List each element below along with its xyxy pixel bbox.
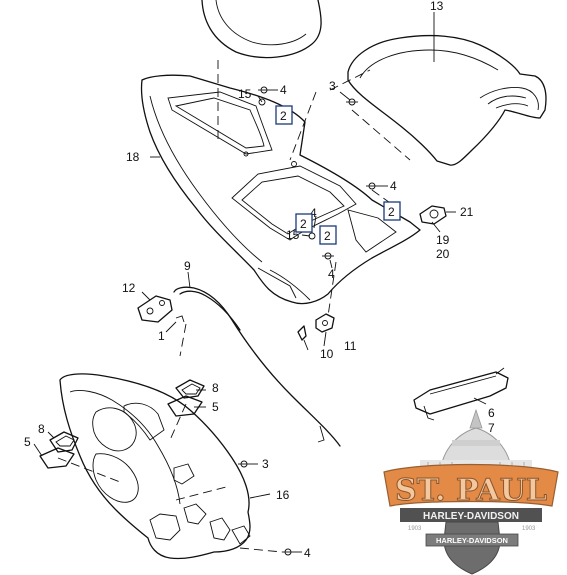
part-13-seat (347, 34, 547, 166)
part-5-gasket-b (39, 447, 75, 469)
watermark-year-left: 1903 (408, 526, 422, 532)
callout-7: 7 (488, 421, 495, 435)
callout-6: 6 (488, 406, 495, 420)
watermark-year-right: 1903 (522, 526, 536, 532)
leader-lines (33, 12, 487, 553)
callout-5-left: 5 (24, 435, 31, 449)
callout-13: 13 (430, 0, 444, 13)
watermark-brand: HARLEY-DAVIDSON (423, 511, 519, 522)
callout-15-top: 15 (238, 87, 252, 101)
part-rider-seat (201, 0, 322, 59)
dealer-watermark: ST. PAUL HARLEY-DAVIDSON HARLEY-DAVIDSON… (383, 408, 559, 575)
part-12-latch (137, 295, 185, 323)
part-6-tray (413, 367, 509, 421)
callout-8-right: 8 (212, 381, 219, 395)
callout-11: 11 (344, 339, 357, 353)
part-5-gasket-a (167, 395, 203, 417)
callout-5-right: 5 (212, 400, 219, 414)
callout-8-left: 8 (38, 422, 45, 436)
assembly-dashed-lines (57, 60, 411, 553)
callout-10: 10 (320, 347, 334, 361)
bar-and-shield-emblem: HARLEY-DAVIDSON 1903 1903 (408, 521, 536, 575)
callout-labels: 13 4 15 3 18 4 21 4 15 19 20 4 9 12 1 11… (24, 0, 495, 560)
callout-12: 12 (122, 281, 136, 295)
boxed-ref-center-left-label: 2 (300, 217, 307, 231)
part-8-gasket-b (49, 431, 79, 453)
boxed-ref-center-right: 2 (319, 225, 337, 245)
boxed-ref-center-left: 2 (295, 213, 313, 233)
brand-bar: HARLEY-DAVIDSON (400, 508, 542, 522)
callout-4-lower: 4 (328, 267, 335, 281)
callout-19: 19 (436, 233, 450, 247)
boxed-ref-right: 2 (383, 201, 401, 221)
callout-4-mid: 4 (390, 179, 397, 193)
callout-21: 21 (460, 205, 474, 219)
callout-4-center: 4 (310, 206, 317, 220)
callout-4-bottom: 4 (304, 546, 311, 560)
part-16-seat-pan (59, 373, 251, 560)
callout-3-bottom: 3 (262, 457, 269, 471)
callout-20: 20 (436, 247, 450, 261)
callout-4-top: 4 (280, 83, 287, 97)
part-11-bracket (315, 313, 335, 333)
boxed-ref-top-label: 2 (280, 109, 287, 123)
part-21-lock (419, 205, 447, 225)
boxed-ref-right-label: 2 (388, 205, 395, 219)
fasteners (238, 86, 378, 556)
boxed-ref-top: 2 (275, 105, 293, 125)
callout-18: 18 (126, 150, 140, 164)
st-paul-banner: ST. PAUL (383, 463, 559, 509)
watermark-name: ST. PAUL (395, 473, 547, 508)
watermark-emblem-brand: HARLEY-DAVIDSON (436, 536, 508, 545)
callout-3-top: 3 (329, 79, 336, 93)
part-8-gasket-a (175, 379, 205, 399)
part-10-clip (297, 325, 307, 341)
part-9-cable (173, 286, 341, 447)
callout-9: 9 (184, 259, 191, 273)
boxed-ref-center-right-label: 2 (324, 229, 331, 243)
callout-16: 16 (276, 488, 290, 502)
callout-1: 1 (158, 329, 165, 343)
